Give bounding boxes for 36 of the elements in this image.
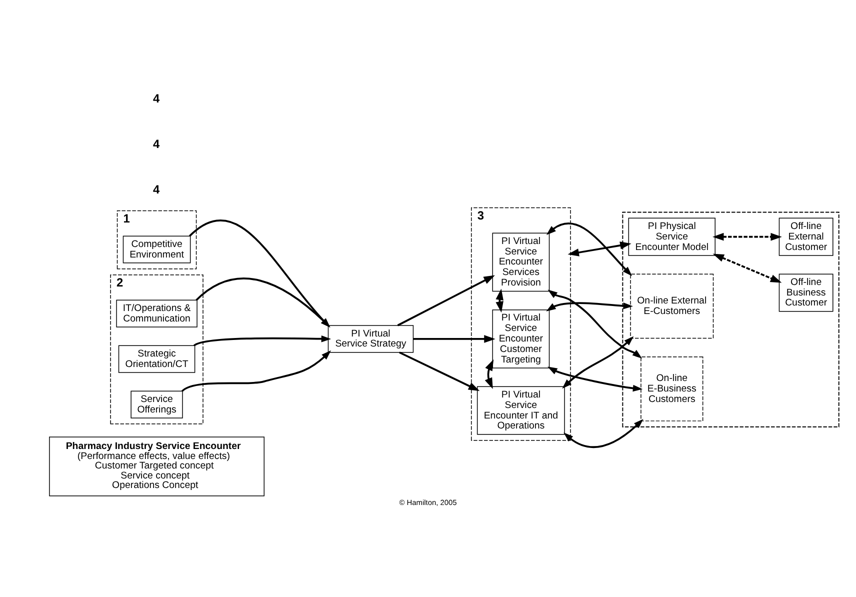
node-box: PI Virtual Service Encounter Services Provision (492, 232, 550, 292)
arrow (548, 290, 642, 359)
label: 4 (153, 182, 160, 196)
arrow (189, 220, 330, 328)
arrow (196, 278, 330, 328)
arrow (496, 288, 504, 313)
node-box: Competitive Environment (122, 236, 191, 264)
label: 4 (153, 91, 160, 106)
arrow (484, 359, 494, 390)
arrow (546, 302, 633, 312)
node-box: IT/Operations & Communication (116, 300, 198, 328)
arrow (568, 242, 632, 256)
node-box: PI Virtual Service Encounter IT and Operations (476, 386, 565, 435)
node-box: Strategic Orientation/CT (118, 345, 196, 373)
arrow (413, 335, 496, 343)
arrow (546, 222, 632, 276)
node-box: On-line E-Business Customers (640, 356, 704, 422)
node-box: Pharmacy Industry Service Encounter (Performance effects, value effects) Customer Targeted concept Service concept Operations Concept (49, 436, 264, 496)
caption: © Hamilton, 2005 (399, 498, 457, 507)
arrow (397, 275, 495, 326)
node-box: Service Offerings (130, 390, 183, 418)
arrow (712, 254, 782, 283)
arrow (564, 418, 644, 448)
node-box: On-line External E-Customers (630, 274, 714, 339)
node-box: PI Virtual Service Encounter Customer Targeting (492, 310, 550, 368)
node-box: Off-line Business Customer (778, 274, 834, 312)
label: 4 (153, 136, 160, 151)
node-box: Off-line External Customer (778, 218, 834, 256)
arrow (712, 232, 782, 241)
node-box: PI Physical Service Encounter Model (628, 218, 716, 256)
arrow (182, 350, 332, 392)
arrow (562, 336, 634, 389)
node-box: PI Virtual Service Strategy (328, 325, 414, 353)
arrow (399, 352, 480, 391)
arrow (194, 335, 332, 346)
arrow (548, 366, 643, 392)
